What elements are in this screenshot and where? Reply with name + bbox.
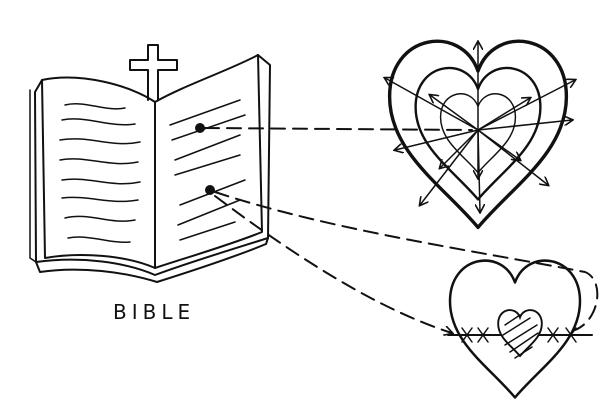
text-lines — [59, 99, 246, 244]
dashed-arrow-to-small-heart — [214, 195, 452, 333]
radiating-arrows — [385, 42, 575, 212]
bible-label: BIBLE — [113, 300, 196, 324]
lower-dot — [205, 185, 215, 195]
upper-dot — [195, 123, 205, 133]
cross-icon — [129, 44, 178, 101]
book-icon — [29, 54, 271, 283]
filled-heart-icon — [497, 309, 543, 359]
small-heart-diagram — [447, 259, 593, 399]
dashed-line-to-big-heart — [204, 127, 473, 131]
dashed-line-around — [214, 191, 599, 331]
concentric-hearts — [385, 39, 575, 230]
